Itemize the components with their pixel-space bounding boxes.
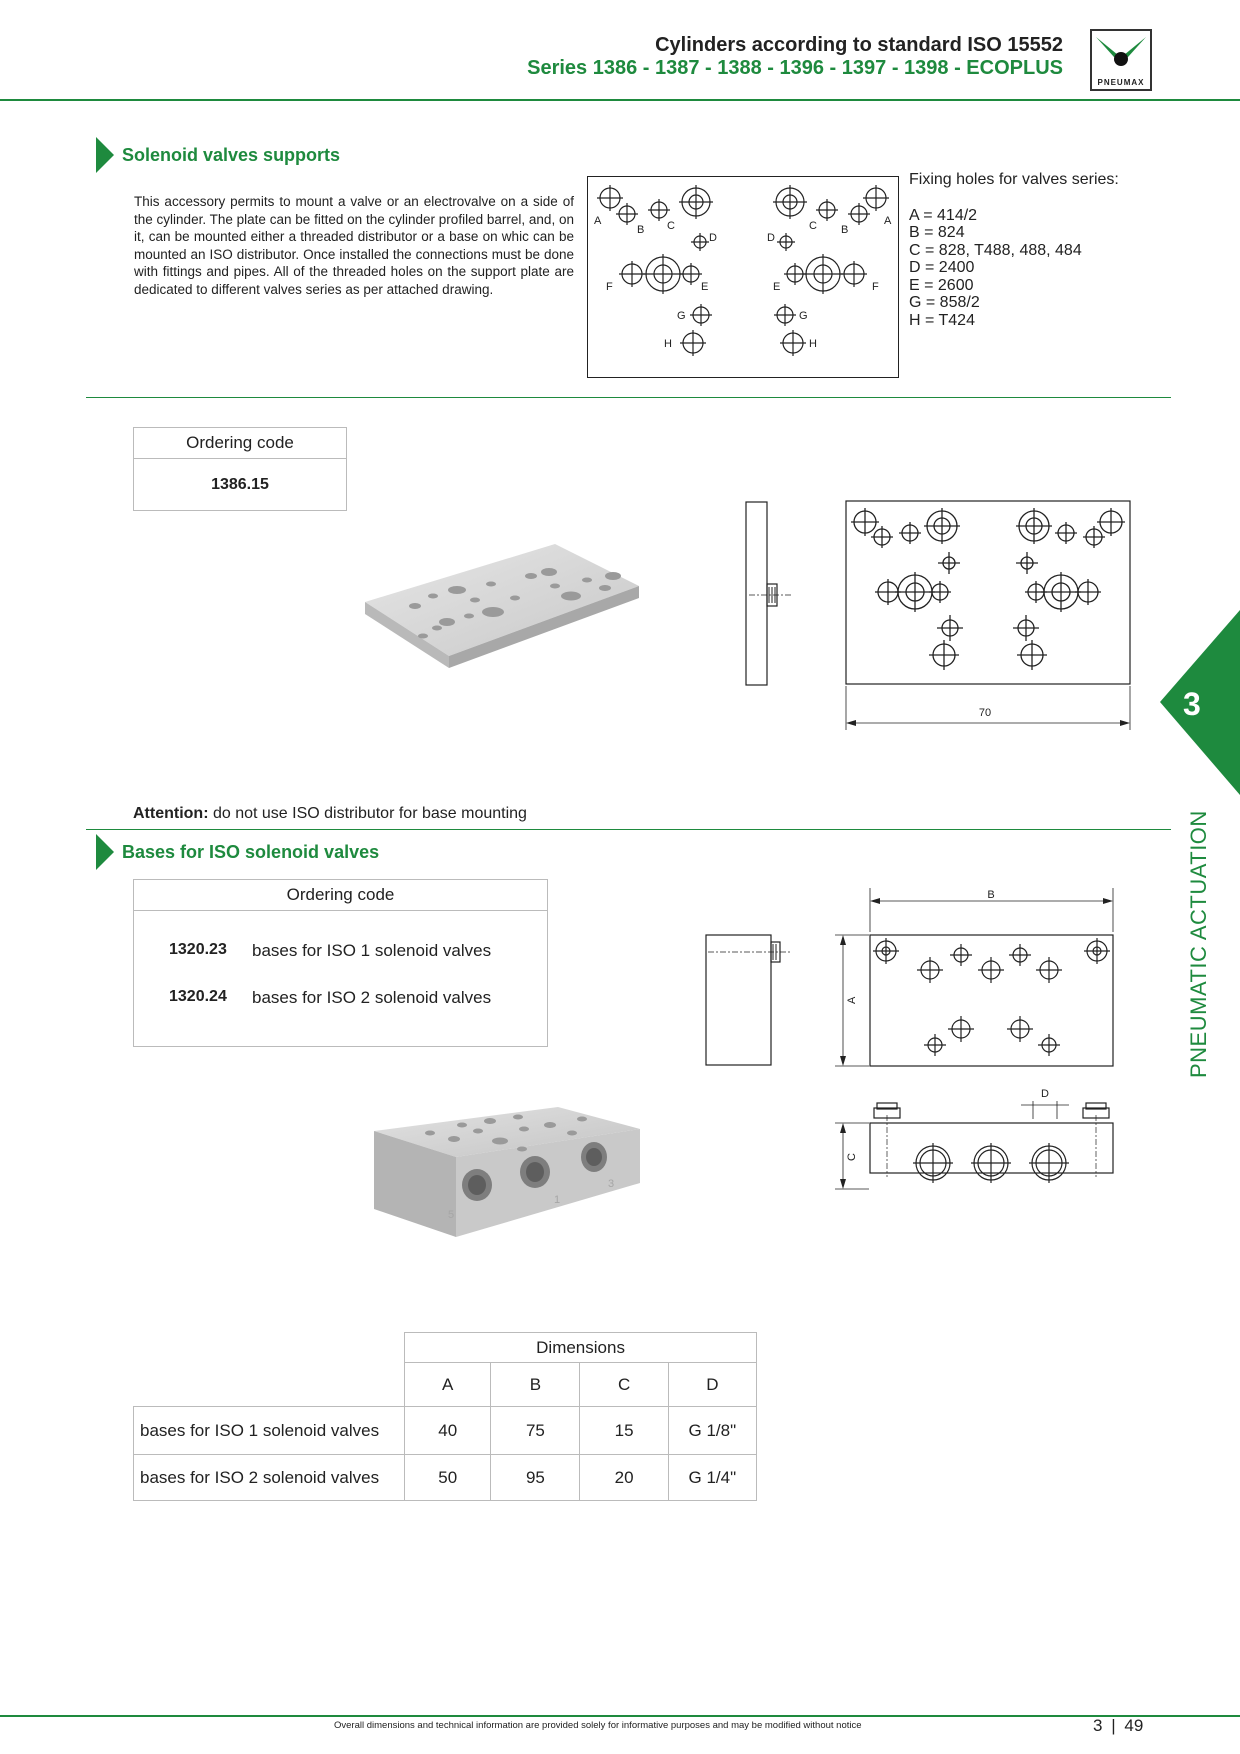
dimension-70-label: 70 [979,707,991,719]
section-title-supports: Solenoid valves supports [122,145,341,165]
hole-label-f-left: F [606,281,613,293]
chapter-label: PNEUMATIC ACTUATION [1186,810,1211,1078]
hole-label-e-right: E [773,281,780,293]
pneumax-logo: PNEUMAX [1090,29,1152,91]
row-label: bases for ISO 1 solenoid valves [132,1406,406,1455]
section-title-bases: Bases for ISO solenoid valves [122,842,380,862]
table-row: bases for ISO 2 solenoid valves 50 95 20… [132,1454,758,1501]
table-cell: 75 [490,1406,581,1455]
fixing-item: D = 2400 [909,259,975,276]
table-header-row: Dimensions [134,1332,757,1363]
attention-note: Attention: do not use ISO distributor fo… [133,805,527,823]
table-cell: G 1/8" [667,1406,758,1455]
footer-disclaimer: Overall dimensions and technical informa… [334,1720,862,1731]
dimension-c-label: C [846,1153,858,1161]
ordering-code-value: 1386.15 [211,476,269,493]
column-header-d: D [667,1362,758,1407]
fixing-holes-title: Fixing holes for valves series: [909,171,1119,188]
hole-label-c-right: C [809,220,817,232]
fixing-item: C = 828, T488, 488, 484 [909,241,1082,259]
hole-label-b-right: B [841,224,848,236]
section-divider [86,829,1171,830]
fixing-item: B = 824 [909,224,965,241]
ordering-code-label: Ordering code [134,880,547,911]
fixing-item: H = T424 [909,311,975,329]
table-cell: G 1/4" [667,1454,758,1501]
ordering-code-label: Ordering code [134,428,346,459]
logo-text: PNEUMAX [1097,78,1145,87]
fixing-item: E = 2600 [909,276,974,294]
port-label-5: 5 [448,1209,454,1221]
header-title: Cylinders according to standard ISO 1555… [655,34,1063,56]
hole-label-c-left: C [667,220,675,232]
hole-label-h-right: H [809,338,817,350]
table-cell: 40 [404,1406,492,1455]
ordering-code-box-supports: Ordering code 1386.15 [133,427,347,511]
chapter-number: 3 [1183,686,1201,722]
hole-label-d-right: D [767,232,775,244]
hole-label-a-right: A [884,215,892,227]
hole-label-f-right: F [872,281,879,293]
footer-chapter: 3 [1093,1716,1103,1735]
base-front-view: B A [835,888,1114,1067]
section-divider [86,397,1171,398]
footer-rule [0,1715,1240,1717]
ordering-code-box-bases: Ordering code 1320.23 bases for ISO 1 so… [133,879,548,1047]
table-cell: 50 [404,1454,492,1501]
header-rule [0,99,1240,101]
base-photo: 5 1 3 [374,1107,640,1237]
section-marker-icon [96,137,114,173]
port-label-1: 1 [554,1194,560,1206]
column-header-b: B [490,1362,581,1407]
page-number: 3 | 49 [1093,1716,1144,1735]
fixing-holes-legend: Fixing holes for valves series: A = 414/… [909,171,1119,329]
base-top-view: D C [835,1088,1114,1190]
attention-text: do not use ISO distributor for base moun… [208,805,527,822]
table-row: bases for ISO 1 solenoid valves 40 75 15… [132,1406,758,1455]
supports-description: This accessory permits to mount a valve … [134,194,574,297]
support-plate-side-view [745,501,791,686]
fixing-item: G = 858/2 [909,294,980,311]
support-plate-front-view: 70 [845,500,1131,730]
hole-label-a-left: A [594,215,602,227]
chapter-tab [1160,610,1240,795]
support-plate-photo [365,544,639,668]
hole-label-h-left: H [664,338,672,350]
section-marker-icon [96,834,114,870]
hole-label-b-left: B [637,224,644,236]
dimensions-title: Dimensions [404,1332,757,1363]
dimension-b-label: B [987,889,994,901]
fixing-holes-diagram: A B C D F E G H A B C D F E G H [587,176,899,378]
hole-label-d-left: D [709,232,717,244]
dimension-a-label: A [846,996,858,1004]
dimensions-table: Dimensions A B C D bases for ISO 1 solen… [132,1332,758,1501]
base-side-view [705,934,791,1066]
base-code-iso1: 1320.23 [169,941,227,958]
hole-label-g-right: G [799,310,808,322]
column-header-c: C [579,1362,669,1407]
dimension-d-label: D [1041,1088,1049,1100]
fixing-item: A = 414/2 [909,206,978,224]
hole-label-e-left: E [701,281,708,293]
port-label-3: 3 [608,1178,614,1190]
table-cell: 95 [490,1454,581,1501]
table-cell: 15 [579,1406,669,1455]
row-label: bases for ISO 2 solenoid valves [132,1454,406,1501]
hole-label-g-left: G [677,310,686,322]
base-desc-iso2: bases for ISO 2 solenoid valves [252,988,492,1007]
column-header-a: A [404,1362,492,1407]
logo-mark-icon [1096,37,1146,66]
base-desc-iso1: bases for ISO 1 solenoid valves [252,941,492,960]
base-code-iso2: 1320.24 [169,988,227,1005]
attention-label: Attention: [133,805,209,822]
table-columns-row: A B C D [133,1362,758,1407]
header-subtitle: Series 1386 - 1387 - 1388 - 1396 - 1397 … [527,57,1063,79]
table-cell: 20 [579,1454,669,1501]
footer-page: 49 [1124,1716,1144,1735]
